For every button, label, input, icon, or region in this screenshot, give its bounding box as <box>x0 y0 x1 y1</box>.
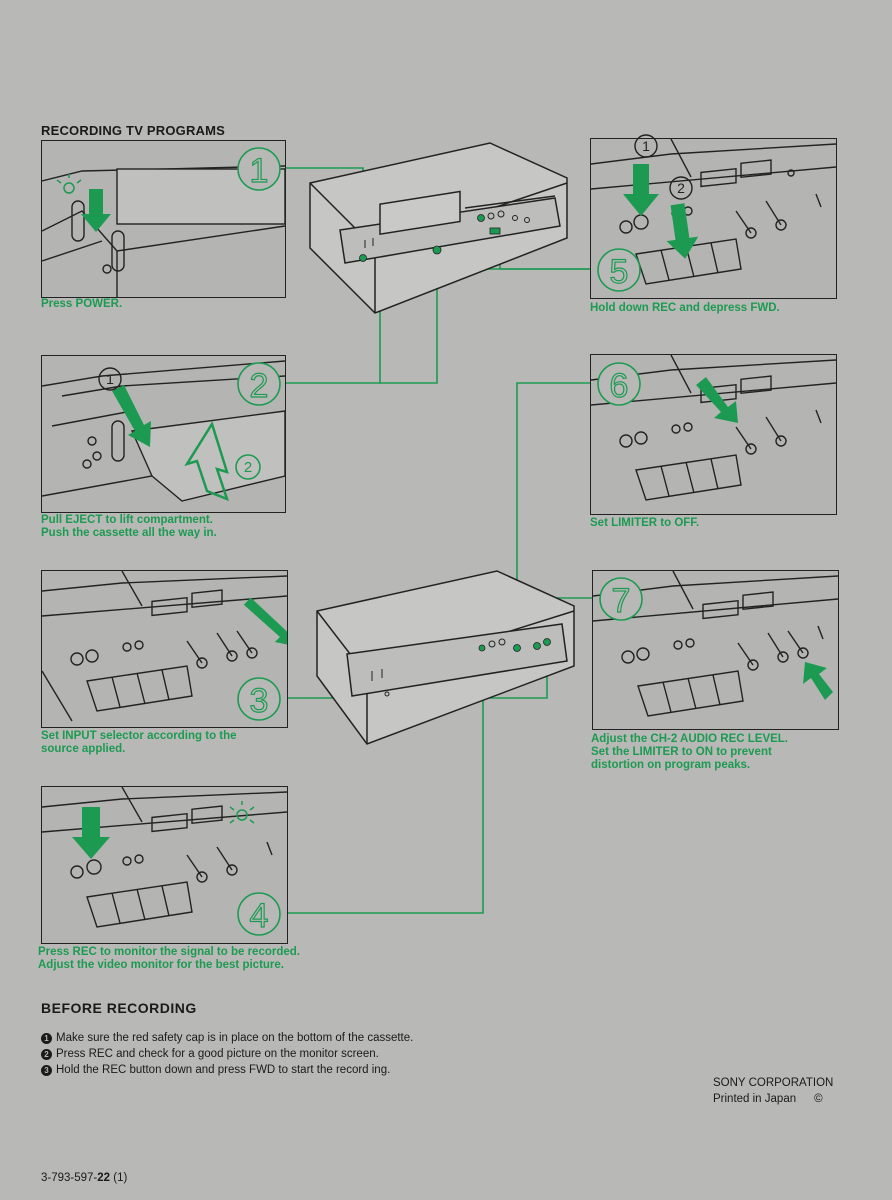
step-3-number: 3 <box>237 677 281 721</box>
document-code: 3-793-597-22 (1) <box>41 1172 128 1184</box>
caption-step-2: Pull EJECT to lift compartment. Push the… <box>41 514 217 539</box>
arrow-down-icon <box>81 189 111 232</box>
sub-number-2: 2 <box>235 454 261 480</box>
svg-text:7: 7 <box>612 582 631 620</box>
device-illustration-bottom <box>312 566 577 748</box>
bullet-number-icon: 3 <box>41 1065 52 1076</box>
copyright-mark: © <box>814 1093 823 1105</box>
svg-text:1: 1 <box>642 138 650 154</box>
svg-text:1: 1 <box>250 152 269 190</box>
svg-text:6: 6 <box>610 367 629 405</box>
svg-text:2: 2 <box>244 459 252 476</box>
arrow-up-icon <box>184 421 230 502</box>
bullet-number-icon: 1 <box>41 1033 52 1044</box>
panel-step-5 <box>590 138 837 299</box>
arrow-down-icon <box>623 164 659 216</box>
step-5-number: 5 <box>597 248 641 292</box>
power-lamp-icon <box>229 801 255 824</box>
caption-step-6: Set LIMITER to OFF. <box>590 517 700 529</box>
step-2-number: 2 <box>237 362 281 406</box>
caption-step-7: Adjust the CH-2 AUDIO REC LEVEL. Set the… <box>591 733 788 771</box>
svg-text:4: 4 <box>250 897 269 935</box>
connector-step-2b <box>380 250 438 384</box>
step-7-number: 7 <box>599 577 643 621</box>
power-lamp-icon <box>56 174 82 194</box>
arrow-diagonal-icon <box>696 377 738 423</box>
caption-step-1: Press POWER. <box>41 298 123 310</box>
step-4-number: 4 <box>237 892 281 936</box>
page-title: RECORDING TV PROGRAMS <box>41 123 226 138</box>
connector-step-4 <box>282 646 484 914</box>
caption-step-3: Set INPUT selector according to the sour… <box>41 730 237 755</box>
caption-step-4: Press REC to monitor the signal to be re… <box>38 946 300 971</box>
before-recording-title: BEFORE RECORDING <box>41 1000 197 1016</box>
arrow-down-icon <box>72 807 110 859</box>
printed-line: Printed in Japan© <box>713 1093 823 1105</box>
arrow-diagonal-icon <box>112 385 151 447</box>
device-illustration-top <box>305 138 570 323</box>
arrow-up-icon <box>803 662 833 700</box>
svg-text:2: 2 <box>677 180 685 196</box>
bullet-number-icon: 2 <box>41 1049 52 1060</box>
sub-number-1: 1 <box>98 367 122 391</box>
svg-text:1: 1 <box>106 371 114 387</box>
company-block: SONY CORPORATION Printed in Japan© <box>713 1075 833 1107</box>
step-6-number: 6 <box>597 362 641 406</box>
svg-text:5: 5 <box>610 253 629 291</box>
company-name: SONY CORPORATION <box>713 1077 834 1089</box>
svg-text:3: 3 <box>250 682 269 720</box>
connector-step-6 <box>516 382 598 646</box>
caption-step-5: Hold down REC and depress FWD. <box>590 302 780 314</box>
step-1-number: 1 <box>237 147 281 191</box>
sub-number-1: 1 <box>634 134 658 158</box>
arrow-down-icon <box>666 203 699 259</box>
svg-text:2: 2 <box>250 367 269 405</box>
arrow-diagonal-icon <box>243 597 287 647</box>
sub-number-2: 2 <box>669 176 693 200</box>
